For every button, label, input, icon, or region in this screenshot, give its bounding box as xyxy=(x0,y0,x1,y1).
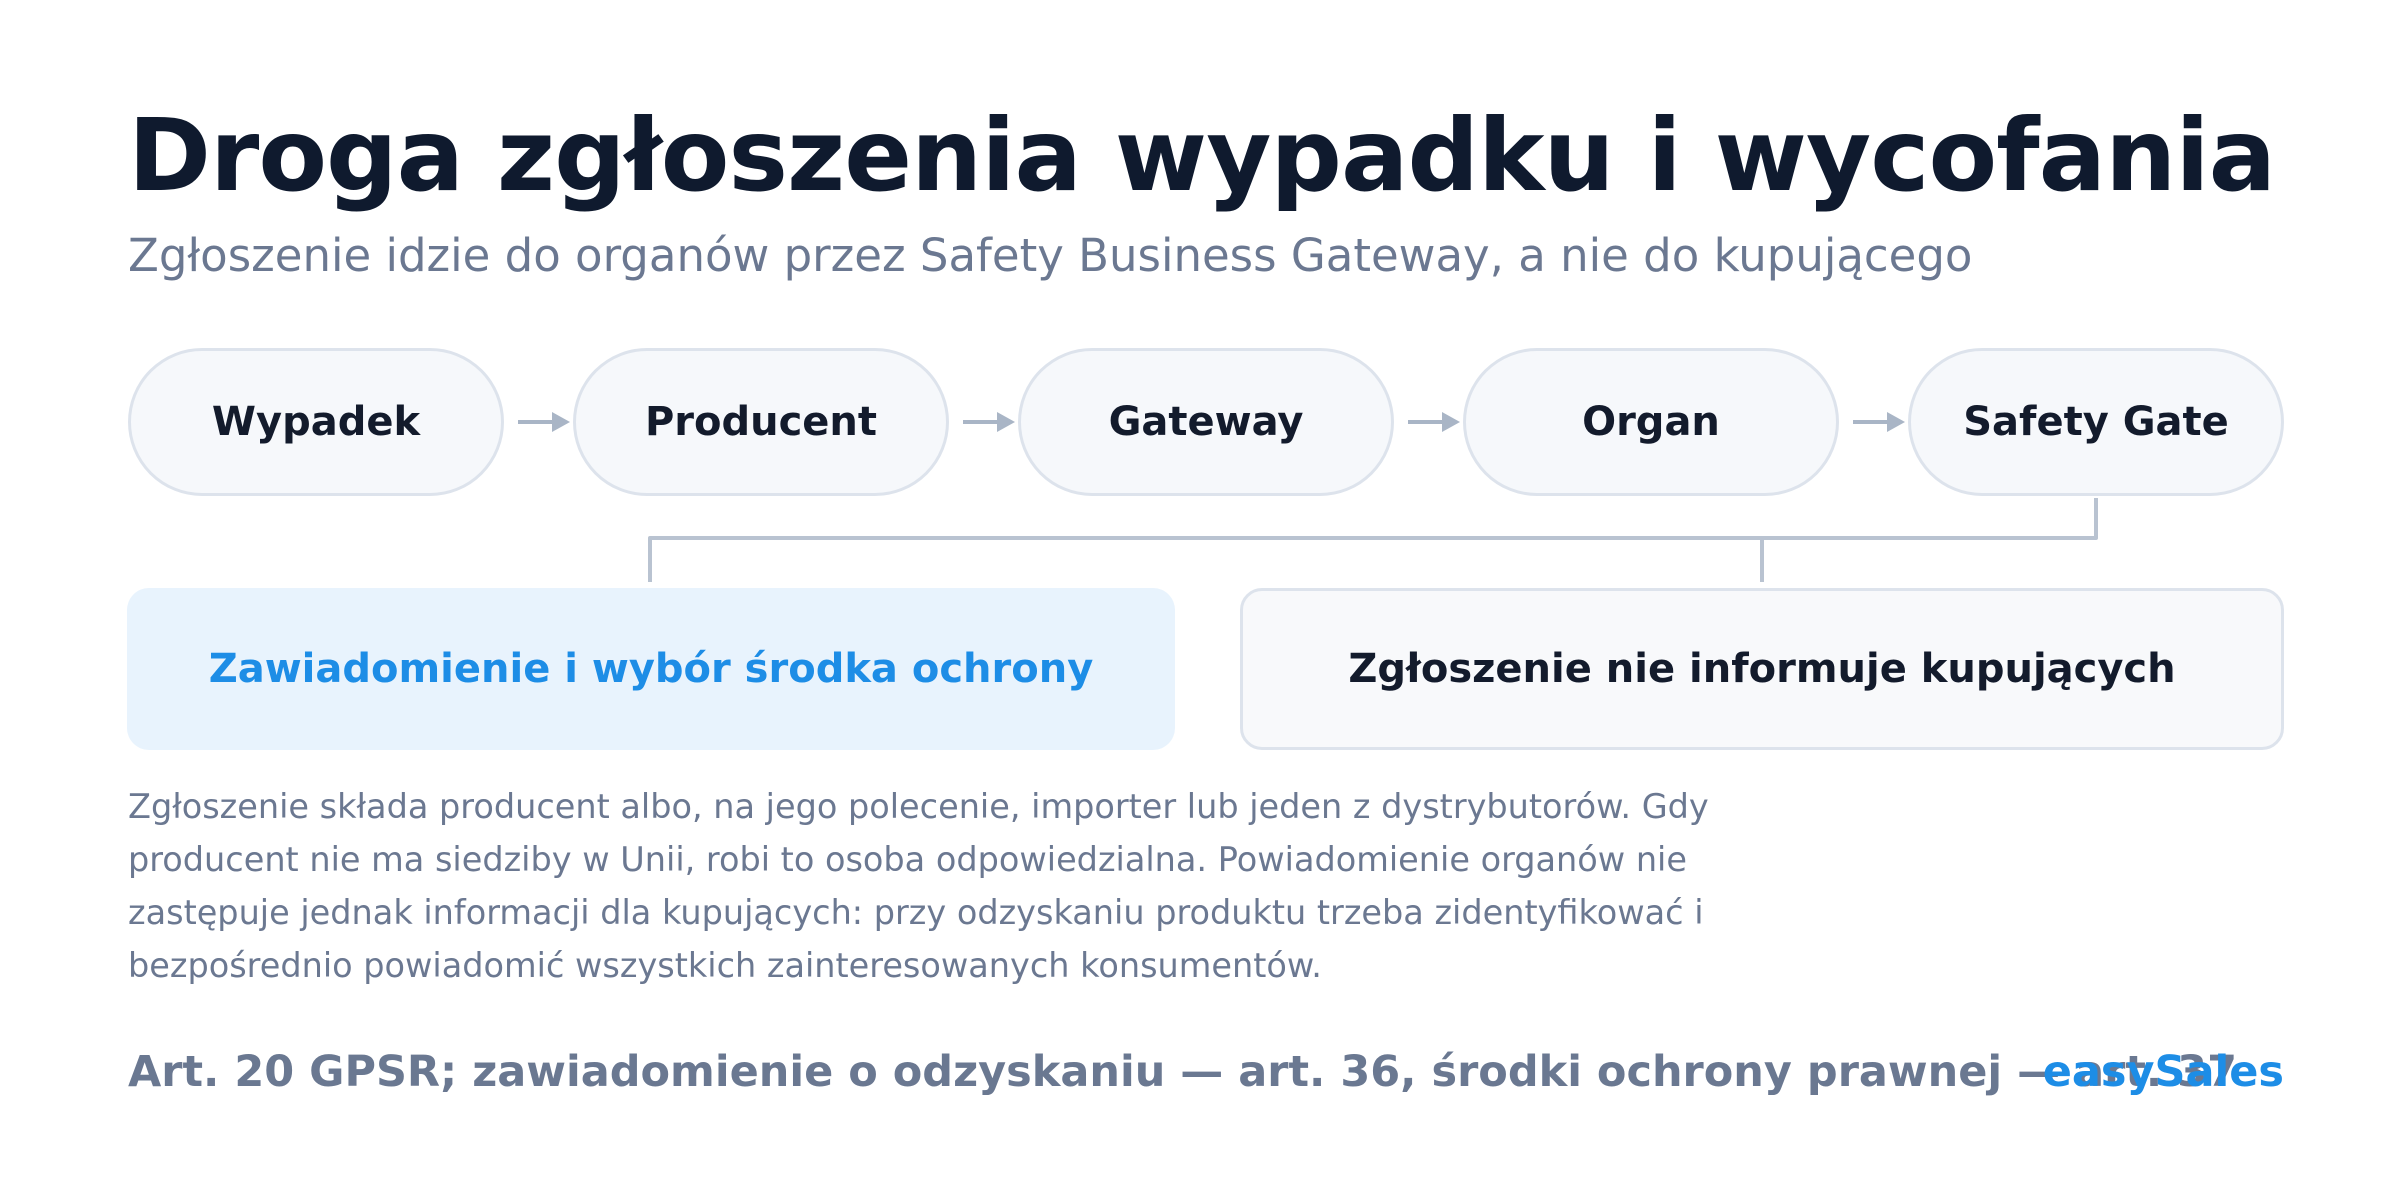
description-text: Zgłoszenie składa producent albo, na jeg… xyxy=(128,787,1709,985)
flow-row: Wypadek Producent Gateway Organ Safety G… xyxy=(128,348,2284,498)
arrow-right-icon xyxy=(518,412,570,432)
outcome-notification-box: Zawiadomienie i wybór środka ochrony xyxy=(127,588,1175,750)
page-subtitle: Zgłoszenie idzie do organów przez Safety… xyxy=(128,229,1973,282)
arrow-right-icon xyxy=(1408,412,1460,432)
flow-step-gateway: Gateway xyxy=(1018,348,1394,496)
brand-logo-text: easySales xyxy=(2042,1047,2284,1097)
flow-step-safety-gate: Safety Gate xyxy=(1908,348,2284,496)
flow-step-wypadek: Wypadek xyxy=(128,348,504,496)
arrow-right-icon xyxy=(1853,412,1905,432)
legal-reference: Art. 20 GPSR; zawiadomienie o odzyskaniu… xyxy=(128,1047,2238,1097)
page-title: Droga zgłoszenia wypadku i wycofania xyxy=(128,97,2276,214)
flow-step-producent: Producent xyxy=(573,348,949,496)
flow-step-organ: Organ xyxy=(1463,348,1839,496)
outcome-buyers-box: Zgłoszenie nie informuje kupujących xyxy=(1240,588,2284,750)
branch-connector xyxy=(648,498,2098,582)
arrow-right-icon xyxy=(963,412,1015,432)
